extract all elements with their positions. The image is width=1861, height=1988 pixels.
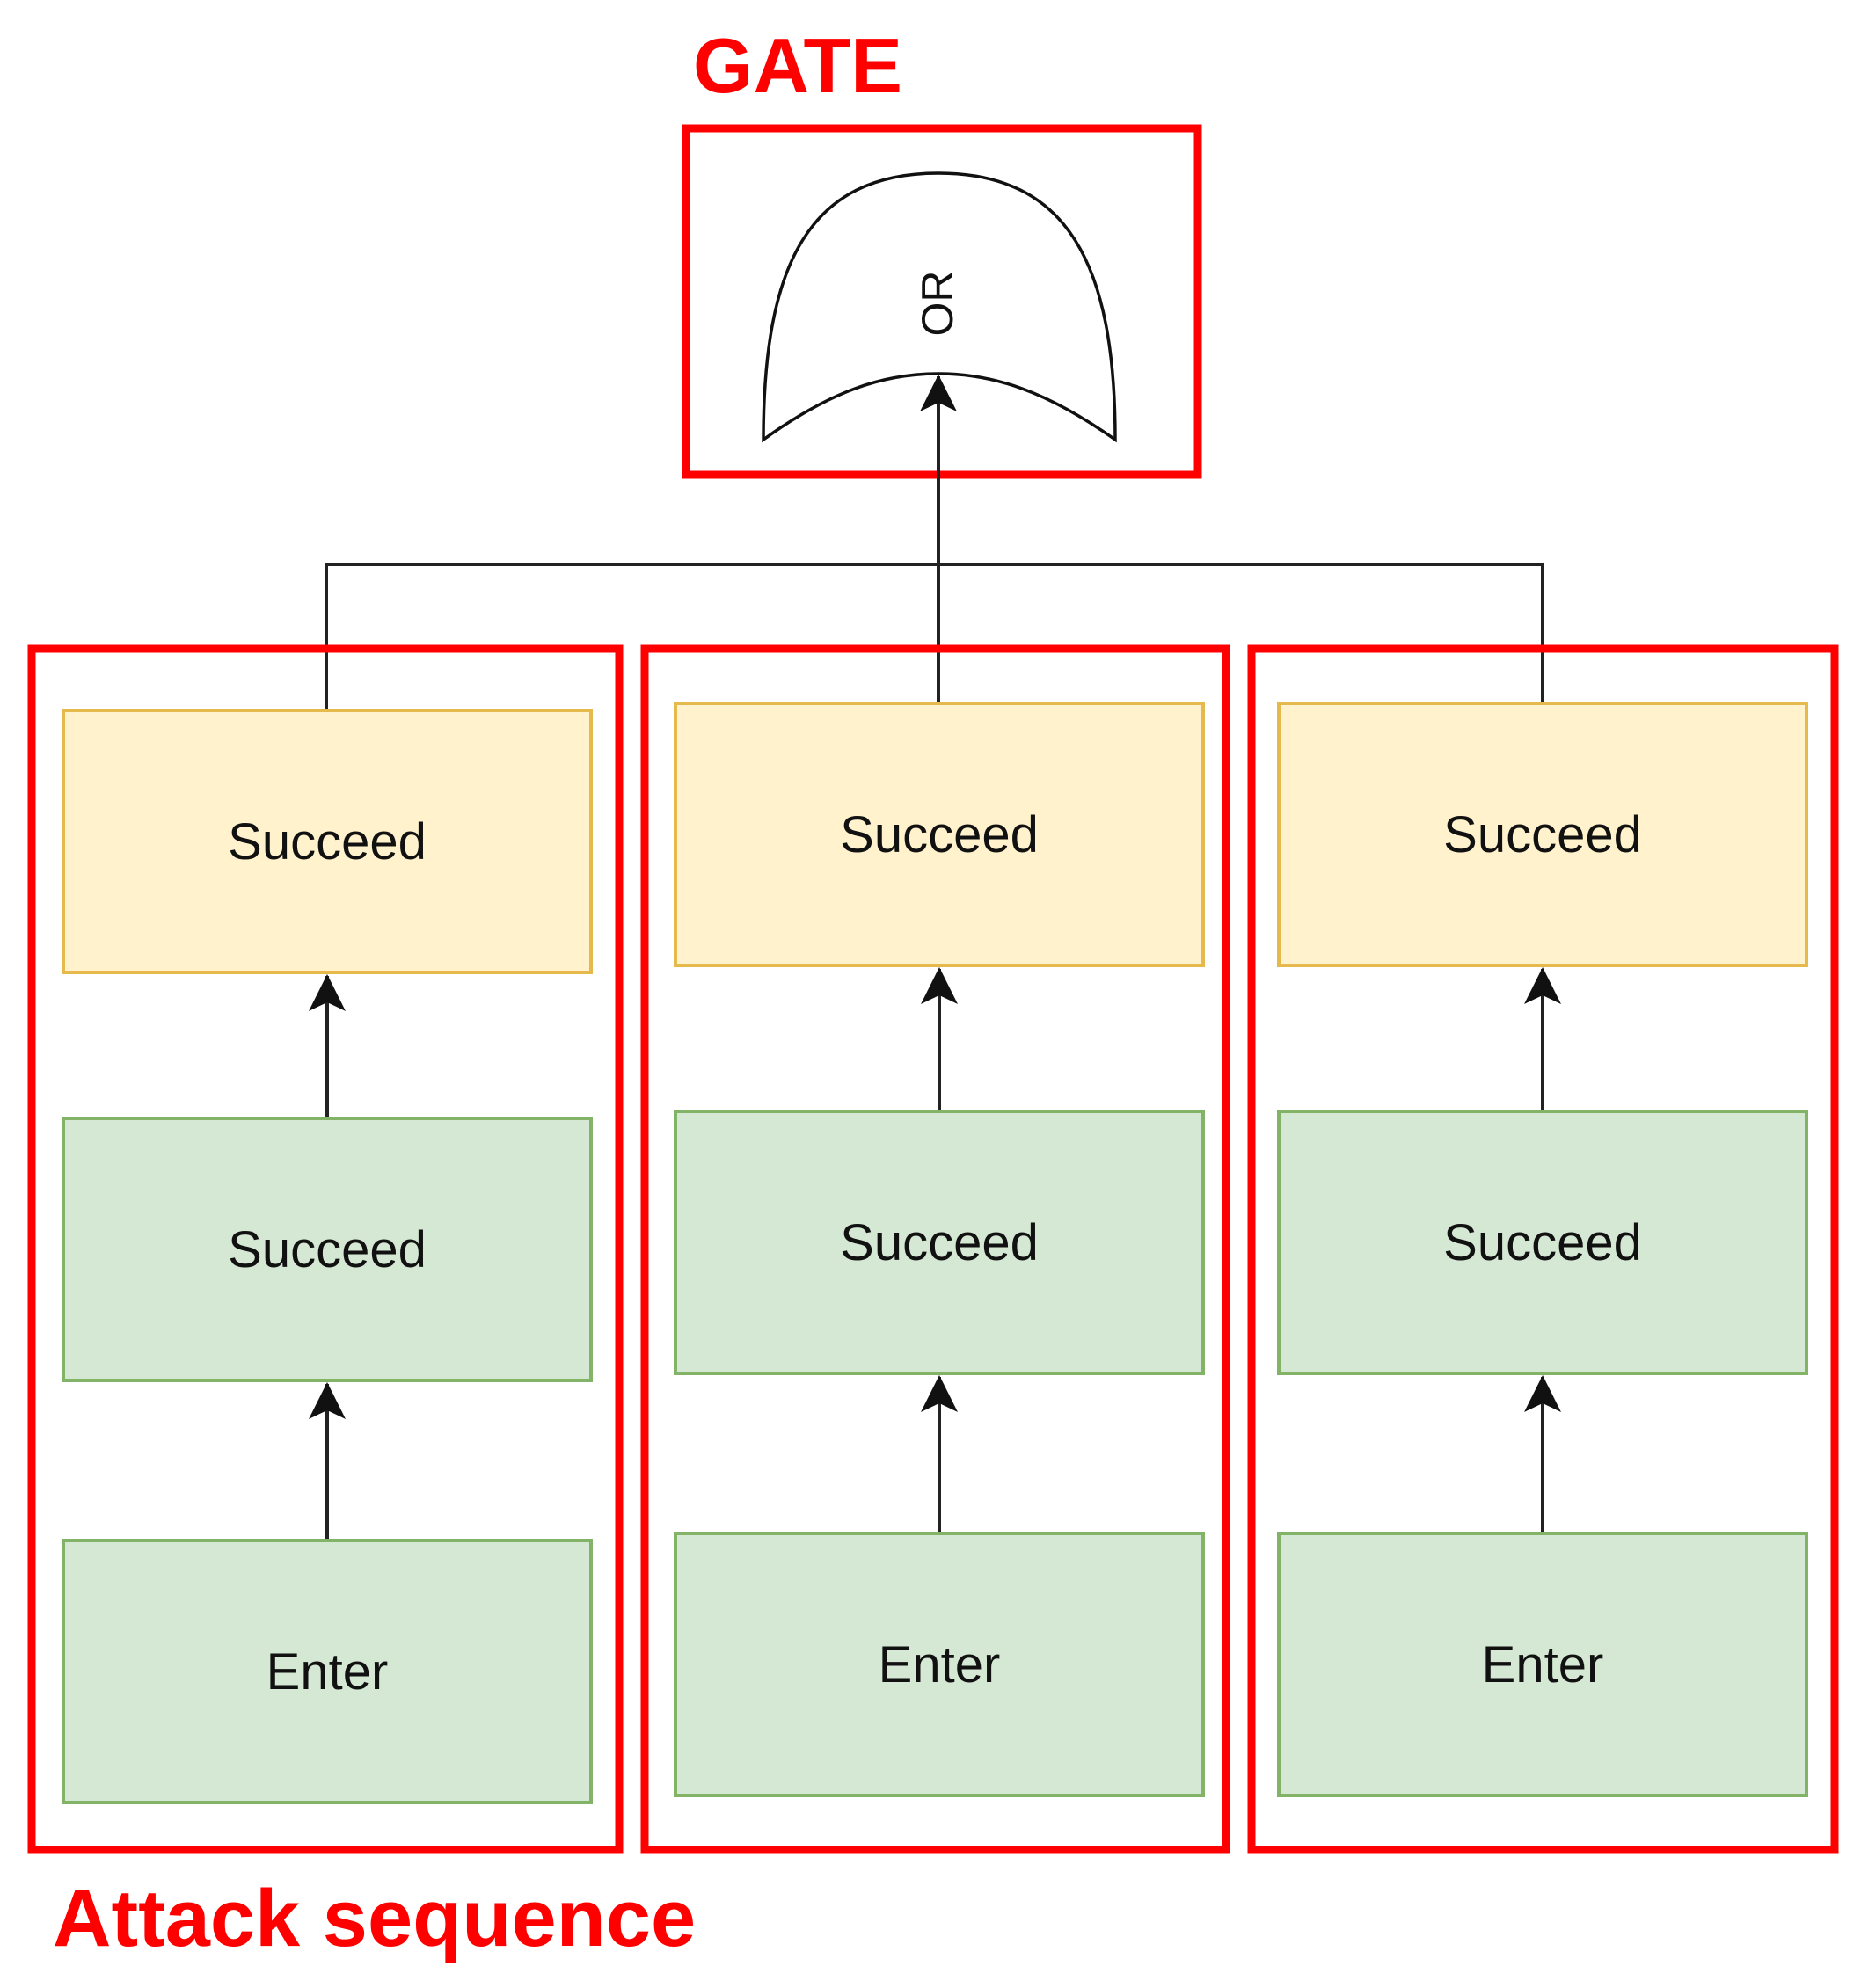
sequence-node-label: Enter — [266, 1643, 389, 1700]
sequence-node-label: Succeed — [228, 1221, 427, 1278]
sequence-node-label: Succeed — [1443, 1214, 1642, 1271]
gate-highlight-box — [682, 124, 1202, 479]
sequence-node-label: Succeed — [840, 1214, 1039, 1271]
sequence-node-label: Succeed — [1443, 806, 1642, 863]
attack-sequences: SucceedSucceedEnterSucceedSucceedEnterSu… — [27, 644, 1839, 1854]
attack-sequence-highlight-box — [640, 644, 1230, 1854]
or-gate-shape — [762, 171, 1117, 443]
sequence-node-label: Succeed — [228, 813, 427, 870]
sequence-node-label: Succeed — [840, 806, 1039, 863]
sequence-node-bottom — [1277, 1532, 1808, 1797]
gate-callout-label: GATE — [693, 22, 902, 109]
sequence-node-label: Enter — [1482, 1636, 1604, 1693]
sequence-node-label: Enter — [879, 1636, 1001, 1693]
attack-sequence-callout-label: Attack sequence — [53, 1874, 696, 1963]
sequence-node-top — [674, 702, 1205, 967]
sequence-node-top — [62, 709, 593, 974]
attack-sequence-highlight-box — [27, 644, 624, 1854]
gate-input-connectors — [325, 375, 1544, 709]
sequence-node-middle — [674, 1110, 1205, 1375]
sequence-node-middle — [62, 1117, 593, 1382]
attack-sequence-highlight-box — [1247, 644, 1839, 1854]
sequence-node-top — [1277, 702, 1808, 967]
sequence-node-middle — [1277, 1110, 1808, 1375]
connector-left — [325, 563, 1544, 709]
sequence-node-bottom — [62, 1539, 593, 1804]
sequence-node-bottom — [674, 1532, 1205, 1797]
or-gate-label: OR — [913, 271, 962, 337]
